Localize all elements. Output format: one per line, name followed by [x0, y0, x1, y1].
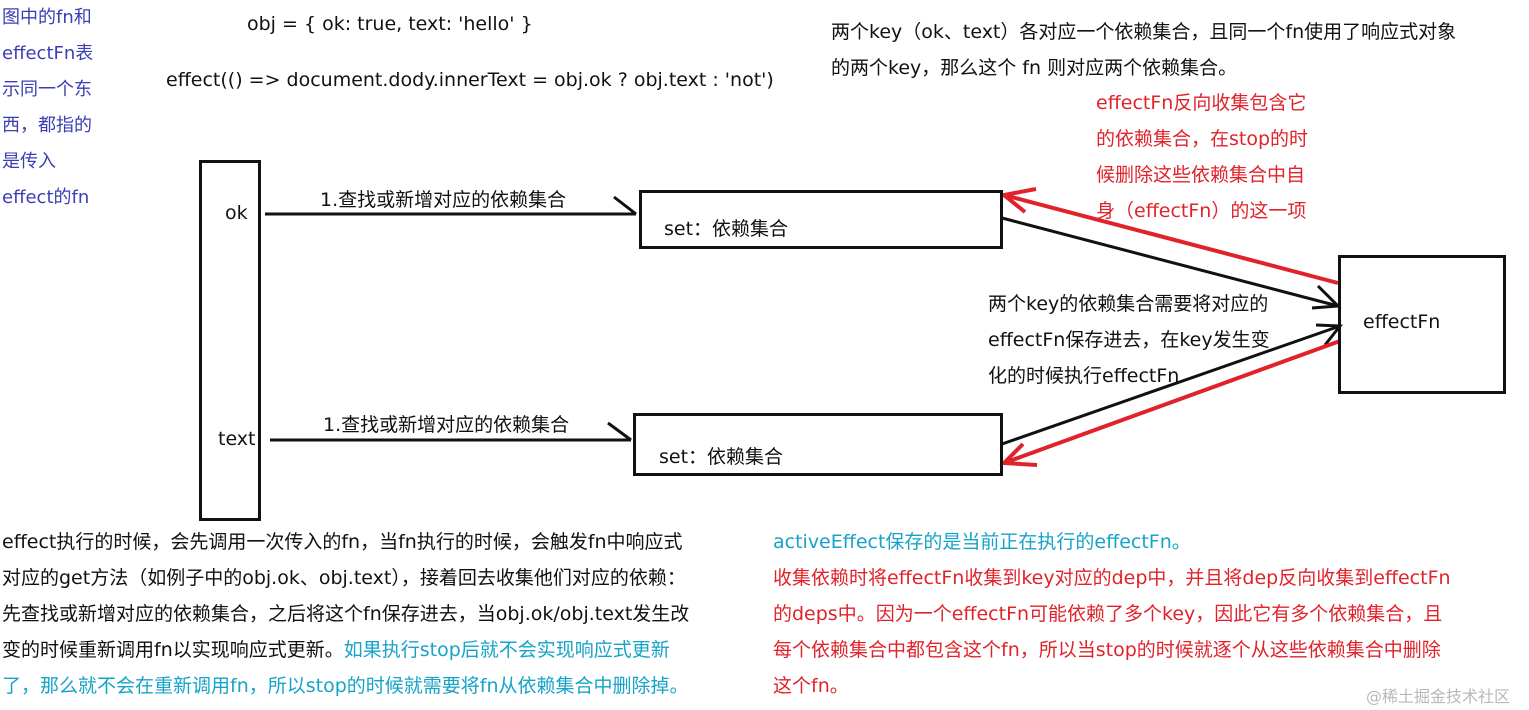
bottom-left-explanation: effect执行的时候，会先调用一次传入的fn，当fn执行的时候，会触发fn中响… — [2, 524, 762, 704]
set-top-to-effect-arrow — [1001, 216, 1339, 308]
ok-arrow-label: 1.查找或新增对应的依赖集合 — [320, 189, 567, 211]
stop-explanation-line: 了，那么就不会在重新调用fn，所以stop的时候就需要将fn从依赖集合中删除掉。 — [2, 675, 689, 697]
left-note-line: effectFn表 — [2, 43, 94, 64]
effect-to-set-bottom-red-arrow — [1003, 339, 1341, 465]
reverse-collect-note-line: 身（effectFn）的这一项 — [1096, 200, 1307, 222]
dep-set-bottom — [633, 413, 1003, 476]
stop-explanation-text: 如果执行stop后就不会实现响应式更新 — [343, 639, 670, 661]
top-right-note-line: 两个key（ok、text）各对应一个依赖集合，且同一个fn使用了响应式对象 — [831, 21, 1457, 43]
collect-deps-line: 收集依赖时将effectFn收集到key对应的dep中，并且将dep反向收集到e… — [773, 567, 1451, 589]
effect-to-set-top-red-arrow — [1003, 193, 1339, 285]
active-effect-line: activeEffect保存的是当前正在执行的effectFn。 — [773, 531, 1191, 553]
keys-box — [199, 160, 261, 521]
dep-set-top — [639, 190, 1003, 249]
reverse-collect-note-line: 候删除这些依赖集合中自 — [1096, 164, 1306, 186]
code-line-obj: obj = { ok: true, text: 'hello' } — [247, 13, 533, 35]
code-line-effect: effect(() => document.dody.innerText = o… — [166, 69, 774, 91]
explanation-line: effect执行的时候，会先调用一次传入的fn，当fn执行的时候，会触发fn中响… — [2, 531, 683, 553]
reverse-collect-note: effectFn反向收集包含它 的依赖集合，在stop的时 候删除这些依赖集合中… — [1096, 85, 1308, 229]
key-ok-label: ok — [225, 202, 248, 224]
set-bottom-to-effect-arrow — [1001, 324, 1341, 446]
left-note-line: 西，都指的 — [2, 115, 92, 136]
left-note: 图中的fn和 effectFn表 示同一个东 西，都指的 是传入 effect的… — [2, 0, 93, 216]
explanation-text: 变的时候重新调用fn以实现响应式更新。 — [2, 639, 344, 661]
effect-to-set-bottom-red-arrowhead — [999, 442, 1038, 467]
left-note-line: 是传入 — [2, 151, 56, 172]
effectfn-box — [1338, 255, 1506, 394]
explanation-line: 对应的get方法（如例子中的obj.ok、obj.text），接着回去收集他们对… — [2, 567, 686, 589]
dep-set-top-label: set：依赖集合 — [664, 218, 789, 240]
key-text-label: text — [218, 428, 256, 450]
text-to-set-arrowhead — [607, 421, 632, 442]
collect-deps-line: 每个依赖集合中都包含这个fn，所以当stop的时候就逐个从这些依赖集合中删除 — [773, 639, 1441, 661]
effect-to-set-top-red-arrowhead — [999, 187, 1037, 214]
reverse-collect-note-line: 的依赖集合，在stop的时 — [1096, 128, 1309, 150]
watermark: @稀土掘金技术社区 — [1366, 687, 1511, 706]
effectfn-label: effectFn — [1363, 311, 1441, 333]
left-note-line: 示同一个东 — [2, 79, 92, 100]
explanation-line: 先查找或新增对应的依赖集合，之后将这个fn保存进去，当obj.ok/obj.te… — [2, 603, 690, 625]
text-arrow-label: 1.查找或新增对应的依赖集合 — [323, 414, 570, 436]
left-note-line: 图中的fn和 — [2, 7, 92, 28]
dep-set-bottom-label: set：依赖集合 — [659, 446, 784, 468]
collect-deps-line: 这个fn。 — [773, 675, 849, 697]
middle-note-line: 两个key的依赖集合需要将对应的 — [988, 293, 1269, 315]
ok-to-set-arrowhead — [613, 195, 637, 216]
bottom-right-explanation: activeEffect保存的是当前正在执行的effectFn。 收集依赖时将e… — [773, 524, 1523, 704]
explanation-line-mixed: 变的时候重新调用fn以实现响应式更新。如果执行stop后就不会实现响应式更新 — [2, 632, 762, 668]
collect-deps-line: 的deps中。因为一个effectFn可能依赖了多个key，因此它有多个依赖集合… — [773, 603, 1443, 625]
left-note-line: effect的fn — [2, 187, 90, 208]
middle-note-line: 化的时候执行effectFn — [988, 365, 1180, 387]
top-right-note: 两个key（ok、text）各对应一个依赖集合，且同一个fn使用了响应式对象 的… — [831, 14, 1456, 86]
middle-note: 两个key的依赖集合需要将对应的 effectFn保存进去，在key发生变 化的… — [988, 286, 1270, 394]
top-right-note-line: 的两个key，那么这个 fn 则对应两个依赖集合。 — [831, 57, 1238, 79]
reverse-collect-note-line: effectFn反向收集包含它 — [1096, 92, 1307, 114]
middle-note-line: effectFn保存进去，在key发生变 — [988, 329, 1270, 351]
